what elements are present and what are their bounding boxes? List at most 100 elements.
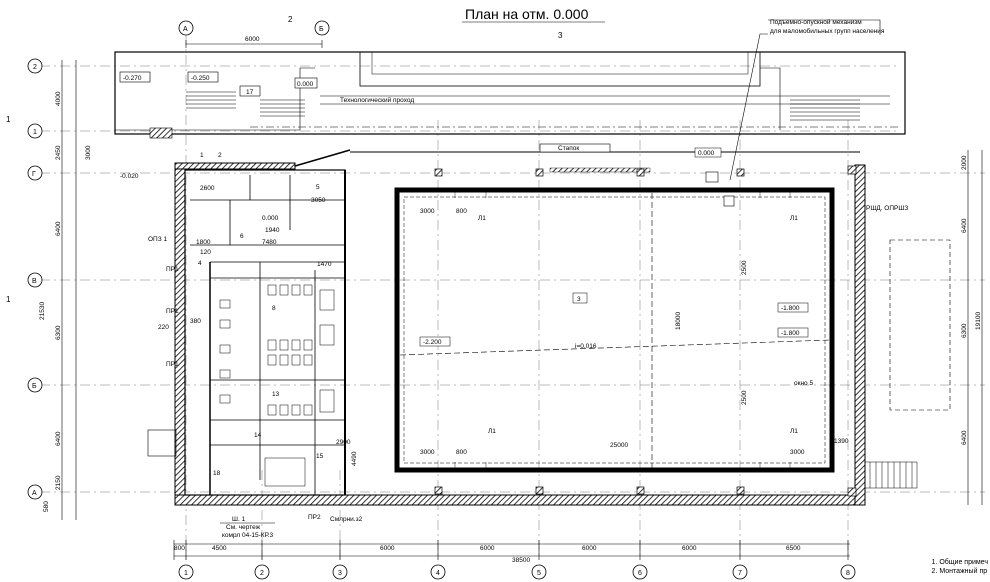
dim-120: 120 (200, 249, 211, 256)
axis-row-1: 1 (33, 129, 37, 136)
wall-east (854, 164, 866, 506)
wall-south (174, 494, 866, 506)
dim-right-1390: 1390 (834, 438, 849, 445)
columns (434, 165, 857, 497)
room-5: 5 (316, 184, 320, 191)
dim-2600: 2600 (200, 185, 215, 192)
rib-area (889, 239, 951, 411)
dim-right-6400a: 6400 (961, 218, 968, 233)
label-smlr: Смлрни.з2 (330, 516, 363, 523)
wall-west (174, 164, 186, 506)
lift-box (705, 171, 719, 183)
pool-inner (403, 196, 826, 464)
east-steps (864, 461, 918, 489)
level-room-6: 0.000 (262, 215, 279, 222)
axis-2: 2 (260, 570, 264, 577)
pool-level-box-3 (777, 327, 809, 338)
left-dim-chain (61, 60, 77, 520)
plan-title: План на отм. 0.000 (465, 6, 589, 22)
top-dim-chain (185, 40, 323, 48)
stair-line (294, 149, 351, 167)
pool-ladder-2: Л1 (790, 215, 798, 222)
label-pr2: ПР2 (308, 514, 321, 521)
dim-3050: 3050 (311, 197, 326, 204)
pool-dim-2500a: 2500 (741, 260, 748, 275)
pool-ladder-1: Л1 (478, 215, 486, 222)
dim-right-6400b: 6400 (961, 430, 968, 445)
dim-bottom-6000b: 6000 (480, 545, 495, 552)
dim-left-6400b: 6400 (55, 431, 62, 446)
pool-dim-3000b: 3000 (420, 449, 435, 456)
lift-box-2 (723, 195, 735, 207)
lift-leader (729, 33, 768, 181)
pool-ladder-4: Л1 (790, 428, 798, 435)
room-1: 1 (200, 152, 204, 159)
pool-dim-3000c: 3000 (790, 449, 805, 456)
label-pr1a: ПР1 (166, 266, 179, 273)
section-mark-1b: 1 (6, 295, 11, 304)
axis-bubbles-top (178, 20, 330, 36)
entrance-stair (147, 429, 177, 457)
pool-ladder-3: Л1 (488, 428, 496, 435)
pool-dim-18000: 18000 (675, 312, 682, 330)
dim-bottom-6500: 6500 (786, 545, 801, 552)
axis-bubbles-left (27, 58, 43, 500)
dim-1800: 1800 (196, 239, 211, 246)
pool-dim-2500b: 2500 (741, 390, 748, 405)
dim-left-2150: 2150 (55, 475, 62, 490)
room-numbers: 1 2 4 5 6 8 13 14 15 18 (198, 152, 324, 477)
room-4: 4 (198, 260, 202, 267)
axis-4: 4 (436, 570, 440, 577)
dim-bottom-6000c: 6000 (582, 545, 597, 552)
axis-3: 3 (338, 570, 342, 577)
overhead-beam (549, 167, 651, 173)
pool-level-1: -2.200 (423, 339, 442, 346)
pool-mark: 3 (577, 296, 581, 303)
dim-bottom-6000a: 6000 (380, 545, 395, 552)
pool-dim-25000: 25000 (610, 442, 628, 449)
stamp-2: См. чертеж (226, 524, 261, 531)
level-annex-3: 0.000 (297, 81, 314, 88)
level-lift: 0.000 (698, 150, 715, 157)
dim-bottom-4500: 4500 (212, 545, 227, 552)
pool-markers (454, 190, 791, 470)
section-mark-1a: 1 (6, 115, 11, 124)
axis-row-v: В (32, 278, 37, 285)
axis-top-a: А (183, 26, 188, 33)
room-18: 18 (213, 470, 221, 477)
dim-right-2000: 2000 (961, 155, 968, 170)
dim-7480: 7480 (262, 239, 277, 246)
axis-6: 6 (638, 570, 642, 577)
pool-dim-800a: 800 (456, 208, 467, 215)
pool-dim-3000a: 3000 (420, 208, 435, 215)
dim-left-4000: 4000 (55, 91, 62, 106)
wall-north-left (174, 162, 296, 170)
dim-left-2450: 2450 (55, 145, 62, 160)
label-pr1c: ПР1 (166, 361, 179, 368)
axis-8: 8 (846, 570, 850, 577)
pool-slope: i=0.016 (575, 343, 597, 350)
pool-dim-800b: 800 (456, 449, 467, 456)
tech-passage-label: Технологический проход (340, 96, 414, 104)
stands (539, 143, 611, 153)
opening-label: окно 5 (794, 380, 813, 387)
axis-5: 5 (537, 570, 541, 577)
axis-7: 7 (738, 570, 742, 577)
dim-top-6000: 6000 (245, 36, 260, 43)
pool-level-3: -1.800 (781, 330, 800, 337)
section-mark-2: 2 (288, 15, 293, 24)
rib-label: РШД. ОПРШЗ (866, 205, 908, 212)
dim-4490: 4490 (351, 451, 358, 466)
bottom-dim-chain (173, 540, 850, 560)
label-pr1b: ПР1 (166, 308, 179, 315)
dim-bottom-800: 800 (174, 545, 185, 552)
ancillary-block (184, 169, 346, 496)
stamp-3: комрл 04-15-КР.3 (222, 532, 273, 539)
pool-level-box-1 (419, 336, 451, 347)
room-2: 2 (218, 152, 222, 159)
axis-bubbles-bottom (178, 564, 856, 580)
dim-1940: 1940 (265, 227, 280, 234)
axis-top-b: Б (319, 26, 324, 33)
dim-bottom-total: 38500 (512, 557, 530, 564)
